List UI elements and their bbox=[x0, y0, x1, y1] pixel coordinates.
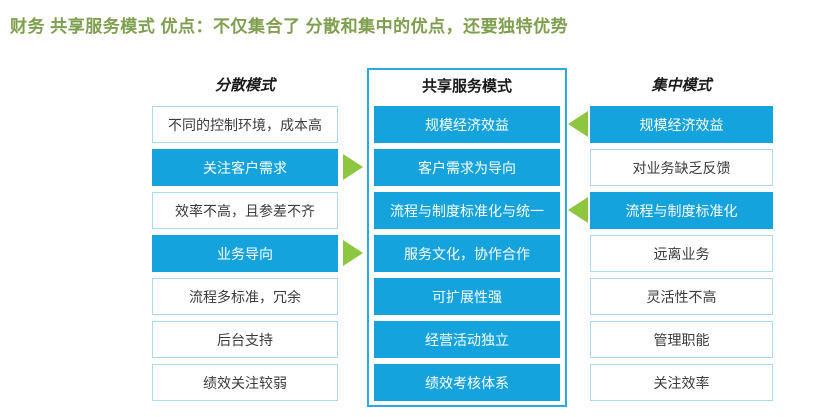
column-header-shared-services: 共享服务模式 bbox=[421, 78, 512, 95]
list-item: 客户需求为导向 bbox=[374, 149, 560, 186]
column-header-centralized: 集中模式 bbox=[651, 77, 712, 94]
list-item: 对业务缺乏反馈 bbox=[590, 149, 773, 186]
list-item: 后台支持 bbox=[152, 321, 338, 358]
list-item: 不同的控制环境，成本高 bbox=[152, 106, 338, 143]
list-item: 规模经济效益 bbox=[374, 106, 560, 143]
list-item: 远离业务 bbox=[590, 235, 773, 272]
arrow-right-icon bbox=[343, 240, 363, 266]
list-item: 效率不高，且参差不齐 bbox=[152, 192, 338, 229]
list-item: 管理职能 bbox=[590, 321, 773, 358]
list-item: 服务文化，协作合作 bbox=[374, 235, 560, 272]
list-item: 流程与制度标准化与统一 bbox=[374, 192, 560, 229]
list-item: 可扩展性强 bbox=[374, 278, 560, 315]
arrow-left-icon bbox=[568, 111, 588, 137]
list-item: 经营活动独立 bbox=[374, 321, 560, 358]
list-item: 绩效关注较弱 bbox=[152, 364, 338, 401]
list-item: 流程多标准，冗余 bbox=[152, 278, 338, 315]
column-header-decentralized: 分散模式 bbox=[214, 77, 275, 94]
page-title: 财务 共享服务模式 优点：不仅集合了 分散和集中的优点，还要独特优势 bbox=[10, 17, 569, 36]
arrow-right-icon bbox=[343, 154, 363, 180]
list-item: 关注效率 bbox=[590, 364, 773, 401]
arrow-left-icon bbox=[568, 197, 588, 223]
list-item: 灵活性不高 bbox=[590, 278, 773, 315]
list-item: 流程与制度标准化 bbox=[590, 192, 773, 229]
list-item: 关注客户需求 bbox=[152, 149, 338, 186]
list-item: 绩效考核体系 bbox=[374, 364, 560, 401]
list-item: 业务导向 bbox=[152, 235, 338, 272]
list-item: 规模经济效益 bbox=[590, 106, 773, 143]
